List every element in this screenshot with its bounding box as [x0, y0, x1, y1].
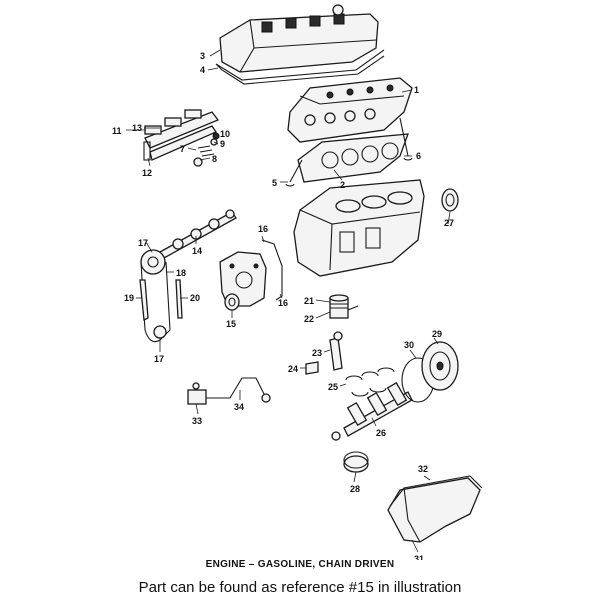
ref-19: 19	[124, 293, 134, 303]
leader-lines	[126, 49, 451, 553]
main-bearings	[345, 367, 395, 397]
ref-8: 8	[212, 154, 217, 164]
ref-2: 2	[340, 180, 345, 190]
part-reference-note: Part can be found as reference #15 in il…	[138, 579, 462, 596]
exhaust-valve	[399, 117, 413, 161]
ref-16: 16	[258, 224, 268, 234]
oil-pan	[387, 475, 483, 543]
ref-17: 17	[138, 238, 148, 248]
cylinder-block	[293, 179, 425, 277]
ref-14: 14	[192, 246, 202, 256]
ref-5: 5	[272, 178, 277, 188]
valve-cover	[219, 4, 379, 73]
ref-11: 11	[112, 126, 122, 136]
ref-15: 15	[226, 319, 236, 329]
ref-34: 34	[234, 402, 244, 412]
figure-title: ENGINE – GASOLINE, CHAIN DRIVEN	[205, 559, 395, 570]
ref-4: 4	[200, 65, 205, 75]
timing-cover-gasket	[261, 239, 283, 301]
cylinder-head	[287, 77, 413, 143]
ref-16-lower: 16	[278, 298, 288, 308]
intake-valve	[285, 159, 303, 187]
ref-10: 10	[220, 129, 230, 139]
rocker-shaft-assembly	[143, 109, 220, 161]
ref-31: 31	[414, 554, 424, 560]
ref-30: 30	[404, 340, 414, 350]
ref-26: 26	[376, 428, 386, 438]
crank-pulley	[343, 451, 369, 473]
ref-18: 18	[176, 268, 186, 278]
ref-1: 1	[414, 85, 419, 95]
piston	[329, 294, 359, 319]
ref-21: 21	[304, 296, 314, 306]
ref-7: 7	[180, 144, 185, 154]
bolt	[305, 361, 319, 375]
rear-seal	[441, 188, 459, 212]
crankshaft	[331, 381, 413, 441]
ref-17-lower: 17	[154, 354, 164, 364]
connecting-rod	[329, 331, 343, 371]
reference-numbers: 1 2 3 4 5 6 7 8 9 10 11 12 13 14 15 16 1…	[112, 51, 454, 560]
ref-28: 28	[350, 484, 360, 494]
ref-13: 13	[132, 123, 142, 133]
ref-22: 22	[304, 314, 314, 324]
flywheel	[421, 341, 459, 391]
ref-24: 24	[288, 364, 298, 374]
oil-pump-assembly	[187, 377, 271, 405]
ref-3: 3	[200, 51, 205, 61]
ref-27: 27	[444, 218, 454, 228]
engine-exploded-diagram: 1 2 3 4 5 6 7 8 9 10 11 12 13 14 15 16 1…	[112, 4, 483, 560]
timing-chain-set	[139, 249, 183, 343]
ref-20: 20	[190, 293, 200, 303]
ref-9: 9	[220, 139, 225, 149]
valve-spring-parts	[193, 132, 220, 167]
ref-23: 23	[312, 348, 322, 358]
timing-cover	[219, 251, 267, 311]
ref-32: 32	[418, 464, 428, 474]
ref-33: 33	[192, 416, 202, 426]
valve-cover-gasket	[215, 49, 385, 85]
ref-29: 29	[432, 329, 442, 339]
ref-6: 6	[416, 151, 421, 161]
ref-25: 25	[328, 382, 338, 392]
head-gasket	[297, 133, 409, 183]
ref-12: 12	[142, 168, 152, 178]
